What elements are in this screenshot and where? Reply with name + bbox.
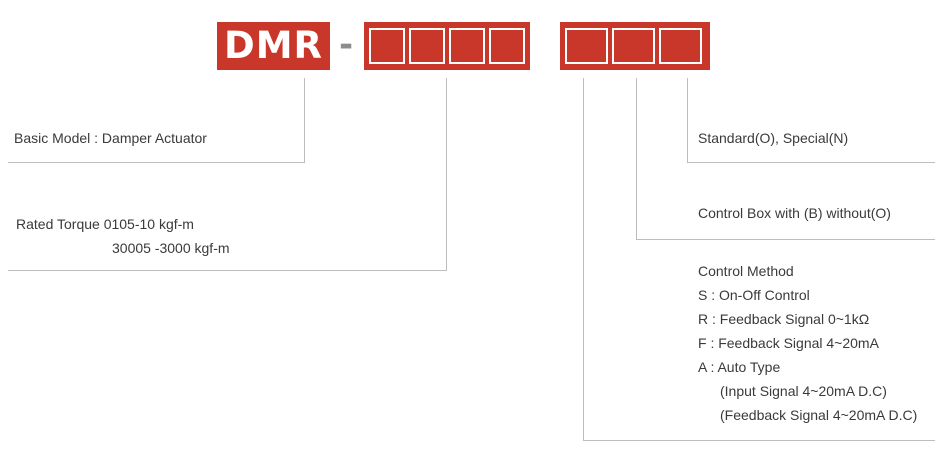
code-slot-control-box [612, 28, 655, 64]
control-method-item: A : Auto Type [698, 359, 781, 375]
connector-basic-model-v [304, 78, 305, 162]
rated-torque-range-label: 30005 -3000 kgf-m [112, 240, 230, 256]
code-slot [489, 28, 525, 64]
code-slot-control-method [565, 28, 608, 64]
code-slot [449, 28, 485, 64]
connector-rated-torque-h [8, 270, 447, 271]
torque-code-group [364, 22, 530, 70]
standard-special-label: Standard(O), Special(N) [698, 130, 849, 146]
connector-control-method-h [583, 440, 935, 441]
control-method-title: Control Method [698, 263, 794, 279]
connector-standard-v [687, 78, 688, 162]
model-prefix-box: DMR [217, 22, 330, 70]
control-method-item: R : Feedback Signal 0~1kΩ [698, 311, 870, 327]
code-slot [409, 28, 445, 64]
control-box-label: Control Box with (B) without(O) [698, 205, 891, 221]
code-slot-standard [659, 28, 702, 64]
rated-torque-label: Rated Torque 0105-10 kgf-m [16, 216, 194, 232]
connector-rated-torque-v [446, 78, 447, 270]
basic-model-label: Basic Model : Damper Actuator [14, 130, 207, 146]
connector-standard-h [687, 162, 935, 163]
control-method-subitem: (Input Signal 4~20mA D.C) [720, 383, 887, 399]
connector-control-method-v [583, 78, 584, 440]
control-method-item: F : Feedback Signal 4~20mA [698, 335, 879, 351]
code-slot [369, 28, 405, 64]
code-separator: - [338, 25, 354, 65]
connector-control-box-h [636, 239, 935, 240]
option-code-group [560, 22, 710, 70]
connector-basic-model-h [8, 162, 305, 163]
control-method-subitem: (Feedback Signal 4~20mA D.C) [720, 407, 918, 423]
control-method-item: S : On-Off Control [698, 287, 810, 303]
connector-control-box-v [636, 78, 637, 239]
